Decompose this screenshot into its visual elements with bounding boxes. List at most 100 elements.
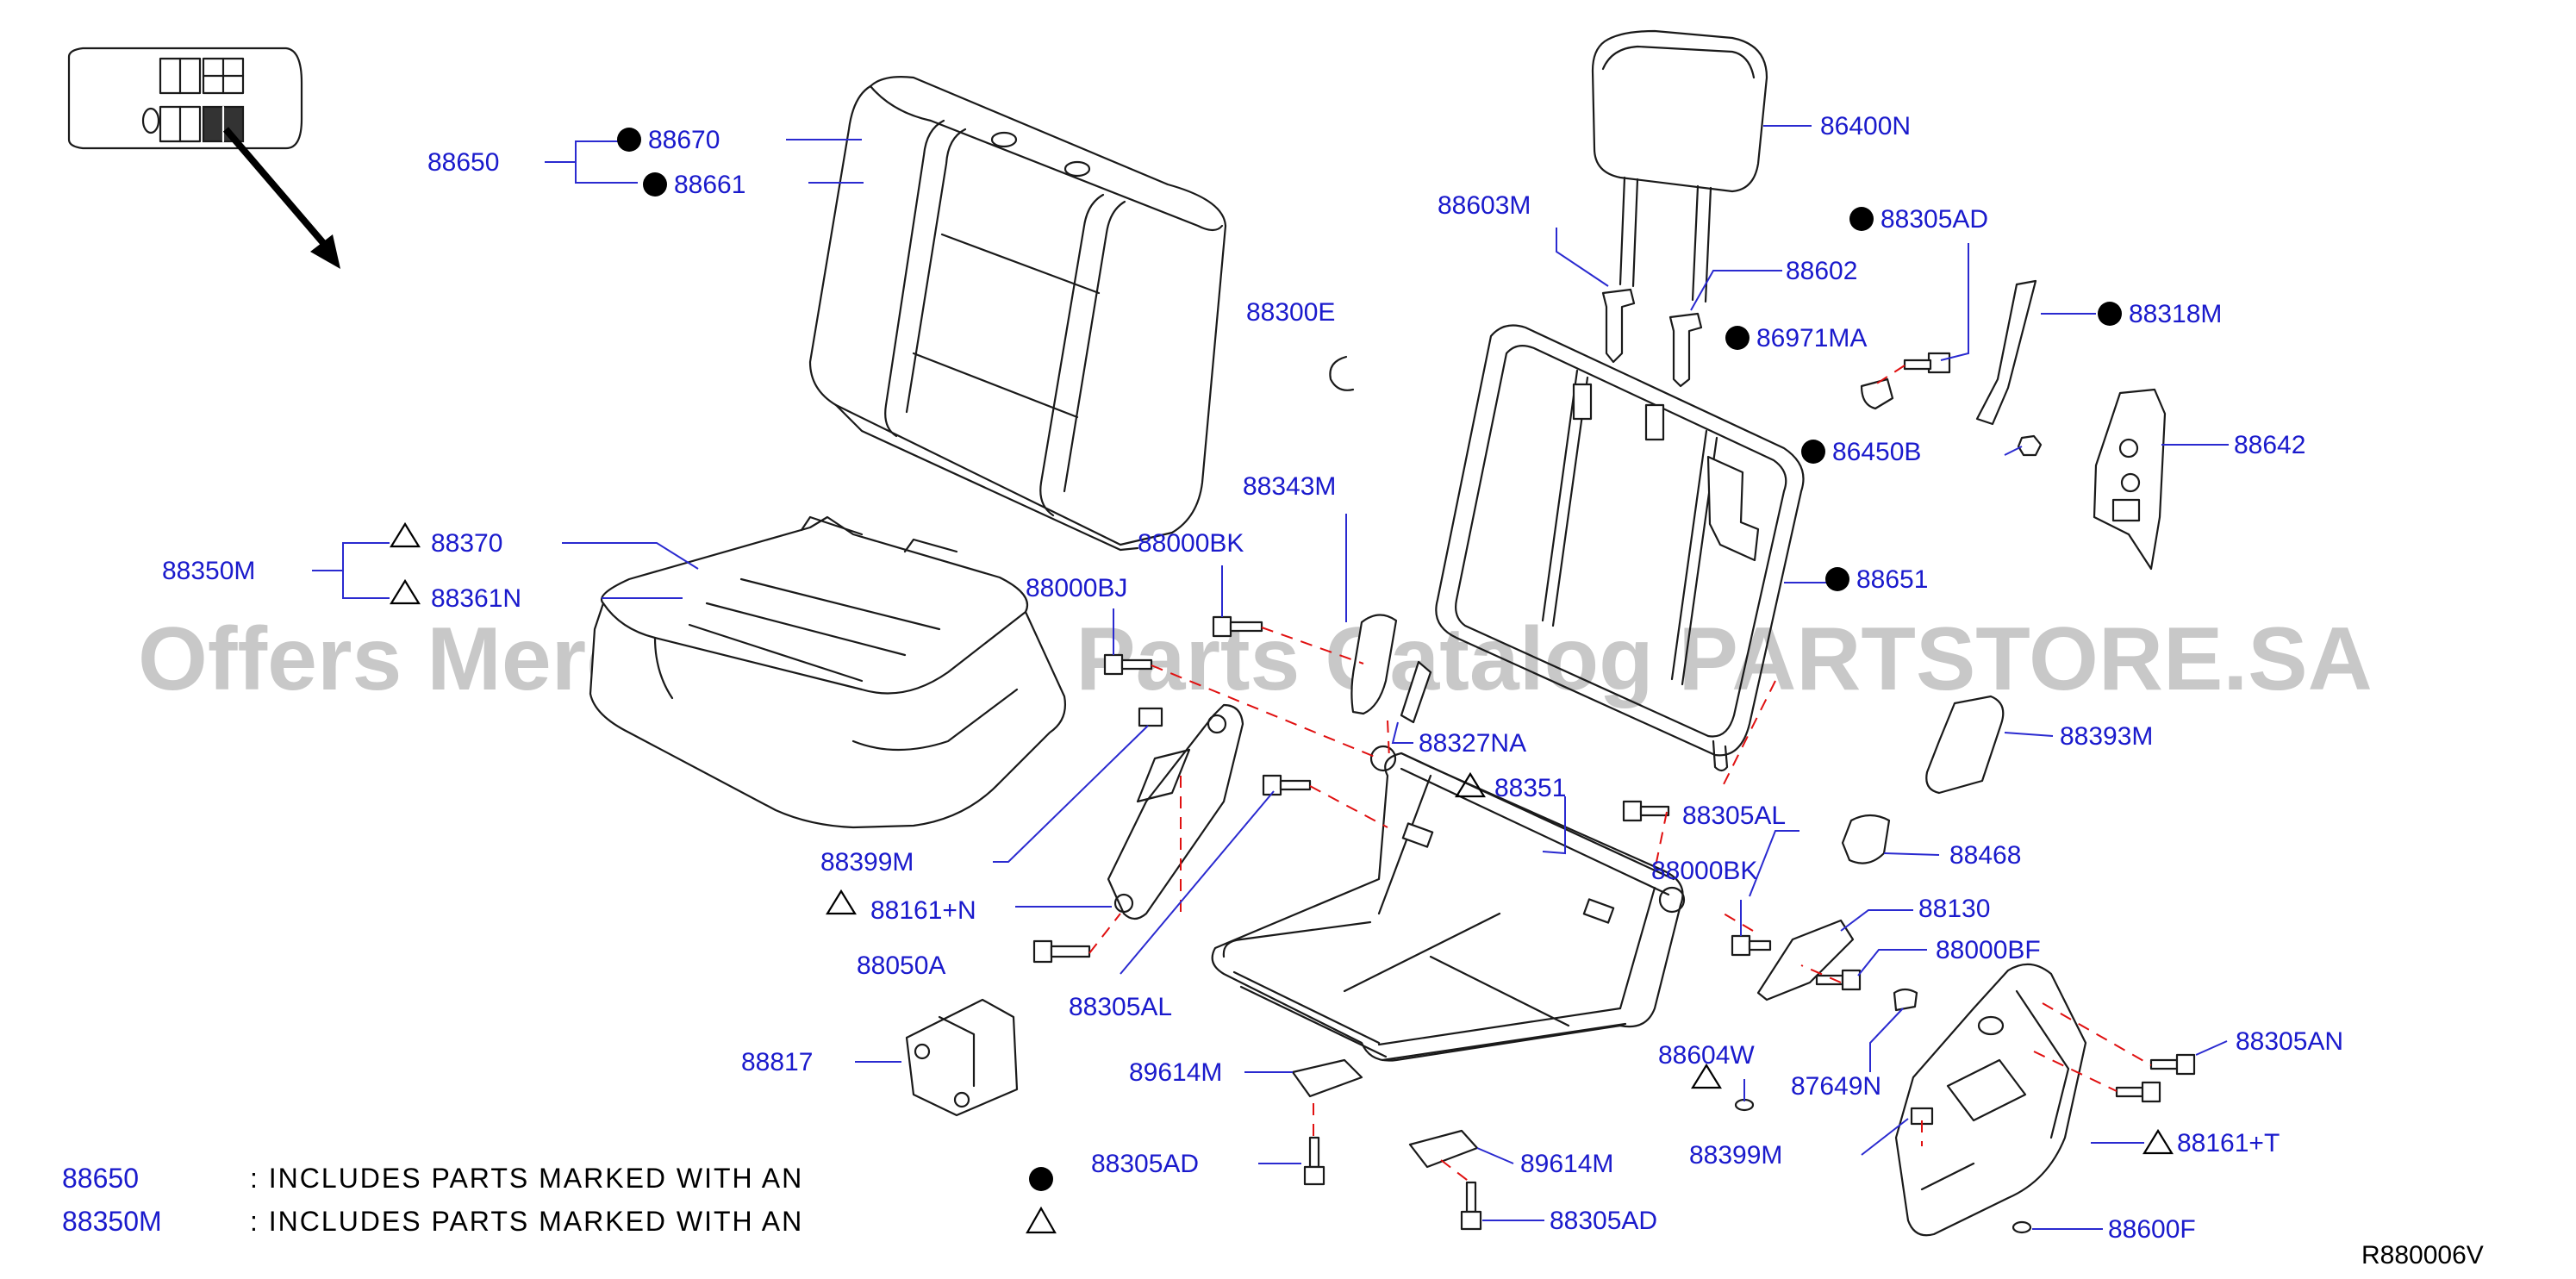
legend-part-88650: 88650 <box>62 1163 139 1194</box>
callout-88602[interactable]: 88602 <box>1786 257 1857 285</box>
triangle-marker <box>1691 1063 1722 1089</box>
headrest <box>1591 29 1768 303</box>
callout-88305AD-top[interactable]: 88305AD <box>1881 205 1988 234</box>
dot-marker <box>1801 440 1825 464</box>
callout-88603M[interactable]: 88603M <box>1438 191 1531 220</box>
callout-88651[interactable]: 88651 <box>1856 565 1928 594</box>
seat-cushion <box>589 515 1066 829</box>
seat-back-cushion <box>808 76 1227 552</box>
callout-88604W[interactable]: 88604W <box>1658 1041 1755 1070</box>
callout-88393M[interactable]: 88393M <box>2060 722 2153 751</box>
bolt-88305AL-left <box>1262 774 1312 796</box>
callout-88318M[interactable]: 88318M <box>2129 300 2222 328</box>
legend: 88650 : INCLUDES PARTS MARKED WITH AN 88… <box>62 1163 1057 1237</box>
callout-88650[interactable]: 88650 <box>427 148 499 177</box>
seat-back-frame <box>1435 324 1805 772</box>
bracket-88327NA <box>1400 660 1432 724</box>
triangle-marker <box>1455 771 1486 798</box>
assembly-lines <box>1088 365 2152 1183</box>
dot-marker <box>1849 207 1874 231</box>
headrest-guide-right <box>1668 312 1703 388</box>
bolt-88305AD-top <box>1903 352 1951 374</box>
callout-88351[interactable]: 88351 <box>1494 774 1566 802</box>
legend-text-88350M: : INCLUDES PARTS MARKED WITH AN <box>250 1206 803 1237</box>
callout-88661[interactable]: 88661 <box>674 171 745 199</box>
cover-88393M <box>1925 695 2005 795</box>
callout-86971MA[interactable]: 86971MA <box>1756 324 1867 353</box>
strap-88318M <box>1975 279 2037 426</box>
callout-87649N[interactable]: 87649N <box>1791 1072 1881 1101</box>
headrest-guide-left <box>1601 288 1636 364</box>
callout-86450B[interactable]: 86450B <box>1832 438 1921 466</box>
callout-88642[interactable]: 88642 <box>2234 431 2305 459</box>
callout-88305AL-left[interactable]: 88305AL <box>1069 993 1172 1021</box>
trim-cover-88343M <box>1350 614 1398 715</box>
triangle-marker <box>390 578 421 605</box>
knob-88468 <box>1841 814 1891 864</box>
callout-88399M-left[interactable]: 88399M <box>820 848 914 877</box>
callout-markers <box>390 128 2174 1155</box>
callout-88327NA[interactable]: 88327NA <box>1419 729 1526 758</box>
legend-dot-symbol <box>1029 1167 1053 1191</box>
vehicle-locator-icon <box>67 47 340 269</box>
clip-88300E <box>1329 355 1355 391</box>
callout-89614M-left[interactable]: 89614M <box>1129 1058 1222 1087</box>
callout-86400N[interactable]: 86400N <box>1820 112 1911 140</box>
bracket-88399M-left <box>1107 703 1244 920</box>
callout-88000BK-top[interactable]: 88000BK <box>1138 529 1244 558</box>
callout-88370[interactable]: 88370 <box>431 529 502 558</box>
bolt-88161T <box>2115 1081 2161 1103</box>
washer-88399M-left <box>1138 707 1163 727</box>
legend-part-88350M: 88350M <box>62 1206 162 1237</box>
callout-88130[interactable]: 88130 <box>1918 895 1990 923</box>
bolt-88000BK-mid <box>1731 934 1772 957</box>
cap-87649N <box>1893 988 1918 1012</box>
callout-labels: 88650 88670 88661 86400N 88603M 88602 88… <box>162 112 2343 1244</box>
recliner-cover <box>1894 963 2087 1237</box>
callout-88050A[interactable]: 88050A <box>857 951 945 980</box>
callout-88350M[interactable]: 88350M <box>162 557 255 585</box>
callout-88361N[interactable]: 88361N <box>431 584 521 613</box>
callout-88600F[interactable]: 88600F <box>2108 1215 2196 1244</box>
bolt-88000BF <box>1815 969 1862 991</box>
callout-88305AD-left[interactable]: 88305AD <box>1091 1150 1199 1178</box>
callout-88670[interactable]: 88670 <box>648 126 720 154</box>
hinge-88642 <box>2093 388 2167 571</box>
seat-cushion-frame <box>1211 745 1686 1062</box>
callout-88399M-right[interactable]: 88399M <box>1689 1141 1782 1170</box>
callout-88000BJ[interactable]: 88000BJ <box>1026 574 1127 602</box>
pad-89614M-left <box>1291 1058 1363 1098</box>
callout-88305AL-right[interactable]: 88305AL <box>1682 802 1786 830</box>
bolt-88305AL-right <box>1622 800 1670 822</box>
callout-88468[interactable]: 88468 <box>1949 841 2021 870</box>
washer-88600F <box>2012 1220 2032 1234</box>
dot-marker <box>1725 326 1750 350</box>
legend-triangle-symbol <box>1026 1206 1057 1234</box>
callout-88300E[interactable]: 88300E <box>1246 298 1335 327</box>
nut-86450B <box>2017 434 2043 457</box>
callout-88161T[interactable]: 88161+T <box>2177 1129 2280 1157</box>
triangle-marker <box>826 889 857 915</box>
dot-marker <box>643 172 667 197</box>
triangle-marker <box>2143 1128 2174 1155</box>
callout-88161N[interactable]: 88161+N <box>870 896 976 925</box>
callout-88343M[interactable]: 88343M <box>1243 472 1336 501</box>
leader-lines <box>312 125 2229 1230</box>
bolt-88305AD-bottom <box>1460 1181 1482 1231</box>
bracket-88817 <box>905 998 1019 1117</box>
legend-text-88650: : INCLUDES PARTS MARKED WITH AN <box>250 1163 803 1194</box>
reference-code: R880006V <box>2361 1241 2484 1270</box>
callout-88305AD-bottom[interactable]: 88305AD <box>1550 1207 1657 1235</box>
dot-marker <box>617 128 641 152</box>
triangle-marker <box>390 521 421 548</box>
bolt-88305AN <box>2149 1053 2196 1076</box>
callout-88000BF[interactable]: 88000BF <box>1936 936 2041 964</box>
callout-88305AN[interactable]: 88305AN <box>2236 1027 2343 1056</box>
callout-88000BK-mid[interactable]: 88000BK <box>1651 857 1757 885</box>
callout-89614M-right[interactable]: 89614M <box>1520 1150 1613 1178</box>
dot-marker <box>2098 302 2122 326</box>
hook-86971MA <box>1860 377 1894 410</box>
callout-88817[interactable]: 88817 <box>741 1048 813 1076</box>
